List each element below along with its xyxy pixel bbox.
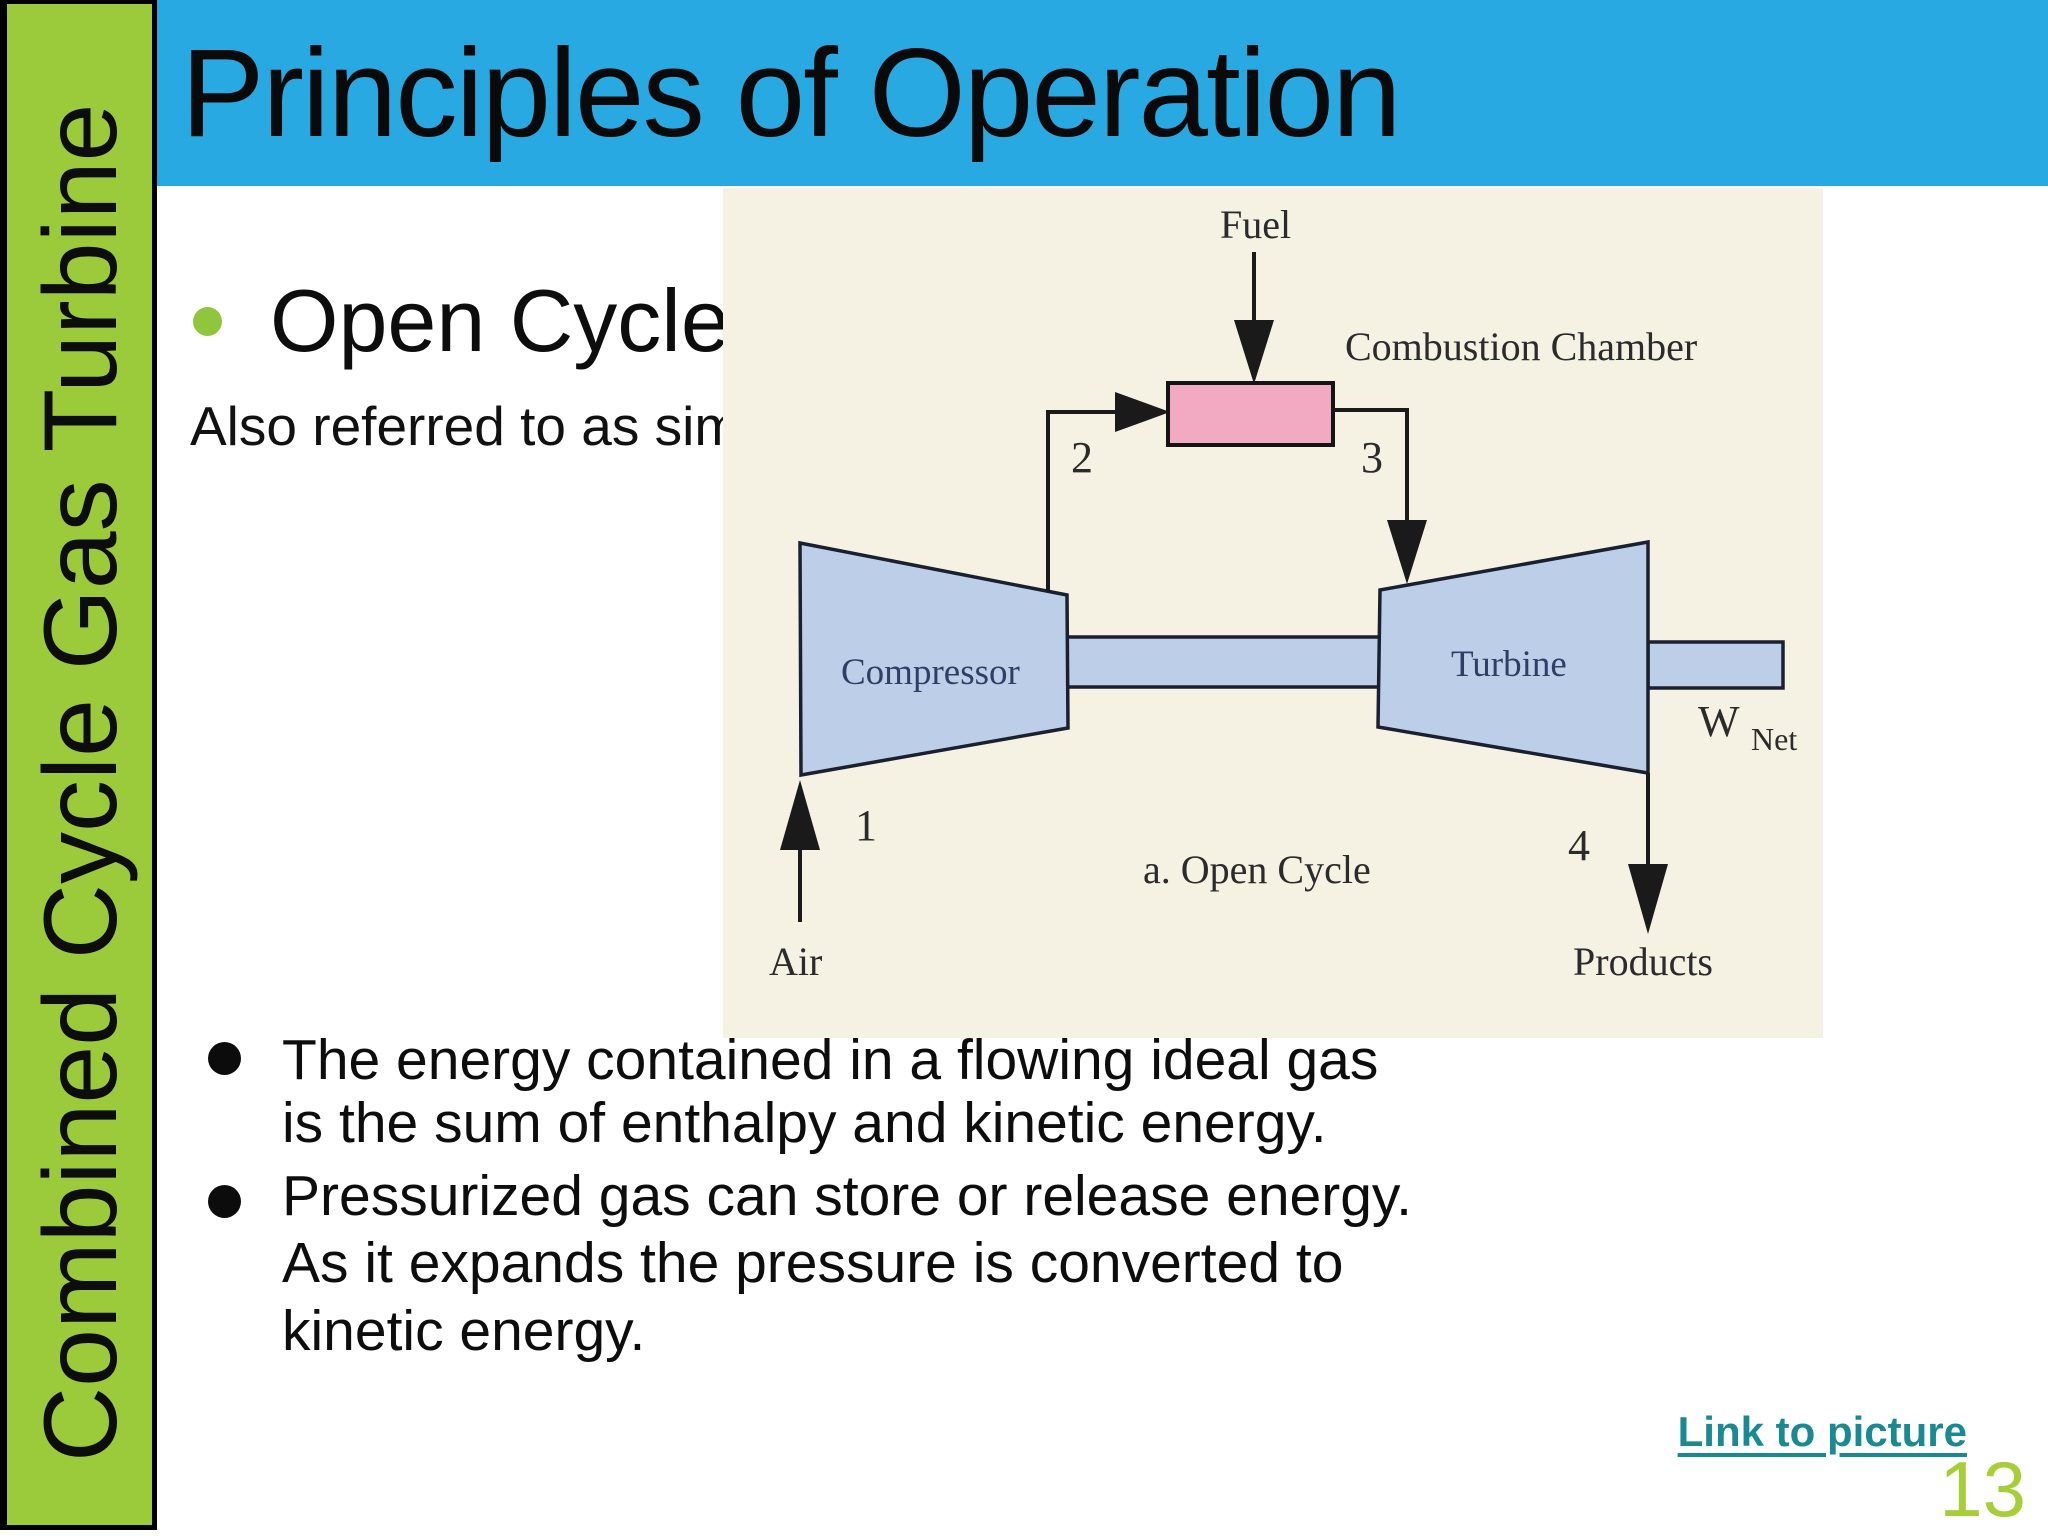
sidebar-title: Combined Cycle Gas Turbine: [22, 103, 139, 1462]
w-net-label-net: Net: [1751, 721, 1797, 757]
diagram-caption: a. Open Cycle: [1143, 847, 1371, 892]
node-2-label: 2: [1071, 433, 1093, 482]
bullet-dot-icon: [208, 1042, 241, 1075]
open-cycle-diagram: Fuel Combustion Chamber Compressor Turbi…: [723, 188, 1823, 1038]
sidebar-banner: [0, 0, 157, 1530]
bullet-line: Pressurized gas can store or release ene…: [282, 1164, 1413, 1228]
bullet-line: As it expands the pressure is converted …: [282, 1231, 1344, 1295]
open-cycle-diagram-svg: Fuel Combustion Chamber Compressor Turbi…: [769, 202, 1797, 984]
fuel-arrowhead-icon: [1234, 320, 1274, 384]
compressor-label: Compressor: [841, 652, 1020, 693]
fuel-label: Fuel: [1220, 202, 1291, 247]
node-3-label: 3: [1361, 433, 1383, 482]
pipe-2-arrowhead-icon: [1115, 392, 1170, 432]
products-label: Products: [1573, 939, 1713, 984]
node-1-label: 1: [855, 801, 877, 850]
compressor-shape: [798, 540, 1070, 778]
combustion-chamber-label: Combustion Chamber: [1345, 324, 1697, 369]
bullet-line: The energy contained in a flowing ideal …: [282, 1028, 1379, 1092]
air-arrowhead-icon: [780, 780, 820, 850]
turbine-label: Turbine: [1451, 644, 1567, 685]
pipe-3-line: [1331, 408, 1409, 520]
link-to-picture[interactable]: Link to picture: [1677, 1408, 1967, 1455]
bullet-line: is the sum of enthalpy and kinetic energ…: [282, 1091, 1327, 1155]
pipe-3-arrowhead-icon: [1387, 520, 1427, 584]
page-title: Principles of Operation: [181, 23, 1402, 163]
combustion-chamber-shape: [1166, 381, 1335, 447]
products-arrowhead-icon: [1628, 864, 1668, 934]
page-number: 13: [1939, 1445, 2026, 1533]
air-label: Air: [769, 939, 822, 984]
bullet-dot-icon: [208, 1185, 241, 1218]
node-4-label: 4: [1568, 821, 1590, 870]
connecting-shaft: [1063, 635, 1385, 689]
pipe-2-line: [1046, 410, 1115, 592]
heading-open-cycle: Open Cycle: [270, 271, 730, 370]
header-bar: Principles of Operation: [157, 0, 2048, 186]
w-net-label-w: W: [1698, 697, 1740, 746]
bullet-line: kinetic energy.: [282, 1299, 646, 1363]
heading-bullet-icon: [193, 307, 222, 336]
output-shaft: [1646, 640, 1785, 690]
